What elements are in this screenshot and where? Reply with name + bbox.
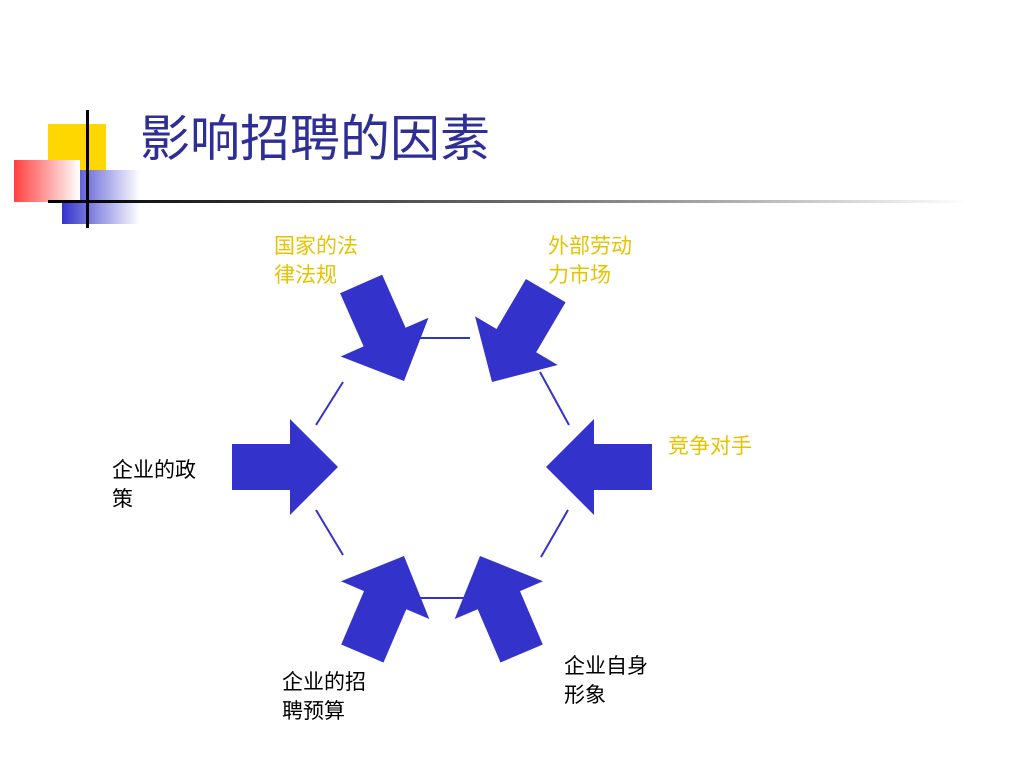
arrow-self-image — [454, 556, 543, 663]
factor-label-competitor: 竞争对手 — [668, 432, 752, 461]
factor-label-labor-market: 外部劳动 力市场 — [548, 232, 632, 290]
factor-label-line: 形象 — [564, 683, 606, 707]
arrow-budget — [341, 556, 430, 663]
factor-label-line: 企业的招 — [282, 670, 366, 694]
deco-horizontal-rule — [48, 200, 968, 203]
hexagon-edge — [539, 371, 570, 426]
hexagon-edge — [540, 509, 569, 558]
arrow-policy — [232, 419, 338, 515]
factor-label-line: 力市场 — [548, 263, 611, 287]
deco-vertical-rule — [86, 110, 89, 228]
hexagon-edge — [315, 509, 344, 556]
factor-label-line: 律法规 — [274, 263, 337, 287]
arrow-labor-market — [475, 279, 566, 382]
deco-red-square — [14, 160, 80, 202]
factor-label-budget: 企业的招 聘预算 — [282, 668, 366, 726]
factor-label-line: 外部劳动 — [548, 234, 632, 258]
hexagon-edge — [315, 381, 344, 426]
factor-label-policy: 企业的政 策 — [112, 456, 196, 514]
factor-label-line: 竞争对手 — [668, 434, 752, 458]
factor-label-line: 策 — [112, 487, 133, 511]
factor-label-line: 企业自身 — [564, 654, 648, 678]
factor-label-self-image: 企业自身 形象 — [564, 652, 648, 710]
page-title: 影响招聘的因素 — [140, 110, 490, 168]
arrow-law — [340, 274, 429, 381]
arrow-competitor — [546, 419, 652, 515]
factor-label-line: 国家的法 — [274, 234, 358, 258]
factor-label-line: 聘预算 — [282, 699, 345, 723]
factor-label-law: 国家的法 律法规 — [274, 232, 358, 290]
factor-label-line: 企业的政 — [112, 458, 196, 482]
